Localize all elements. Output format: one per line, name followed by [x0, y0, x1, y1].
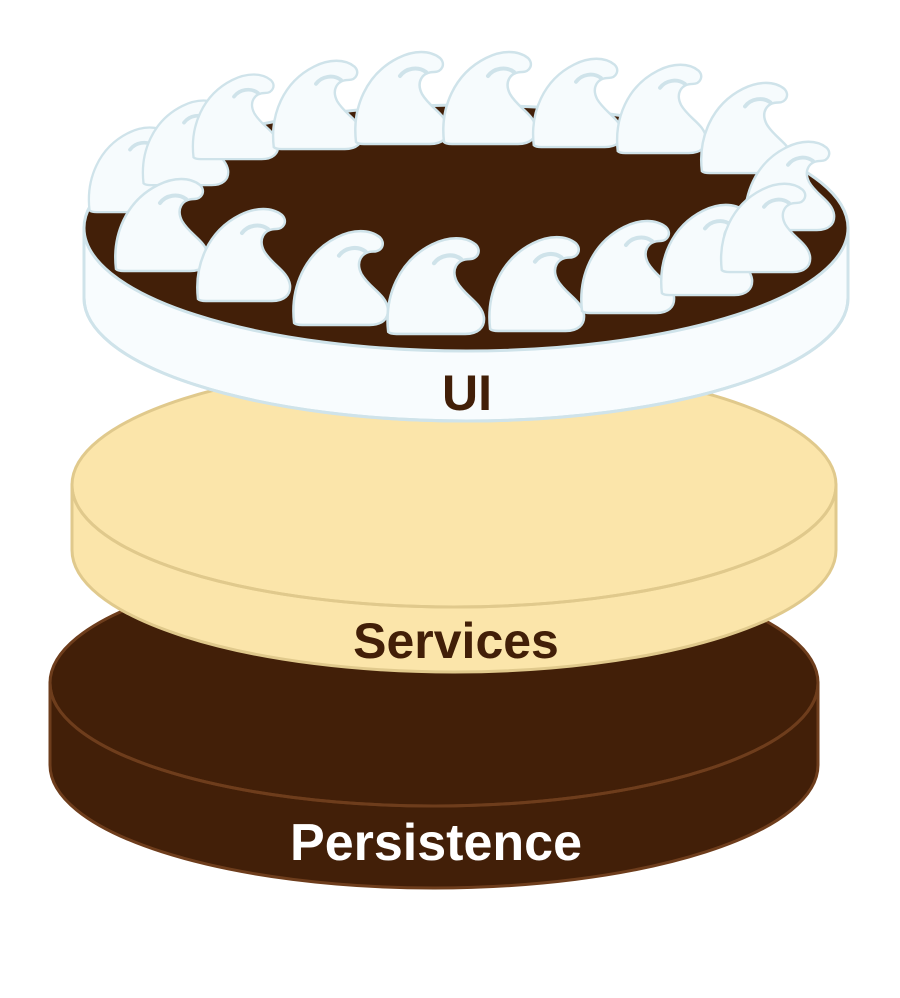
- ui-label: UI: [442, 365, 492, 421]
- meringue-curl-icon: [193, 75, 278, 160]
- meringue-curl-icon: [443, 52, 536, 144]
- ui-layer: UI: [82, 52, 850, 423]
- ui-rim: [82, 297, 850, 423]
- services-rim: [70, 484, 838, 609]
- services-label: Services: [353, 613, 559, 669]
- meringue-curl-icon: [533, 59, 622, 147]
- persistence-label: Persistence: [290, 814, 582, 872]
- services-layer: Services: [70, 361, 838, 674]
- persistence-rim: [48, 682, 820, 808]
- meringue-curl-icon: [617, 65, 706, 153]
- meringue-curl-icon: [355, 52, 448, 144]
- meringue-curl-icon: [273, 61, 362, 149]
